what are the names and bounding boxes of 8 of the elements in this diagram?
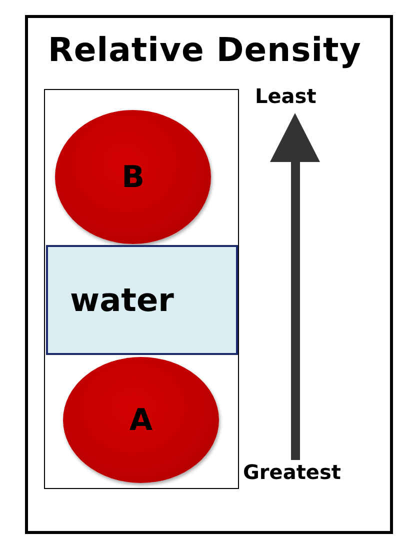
water-layer-box xyxy=(46,245,238,355)
node-label: B xyxy=(122,160,144,194)
column-box xyxy=(44,89,239,489)
title: Relative Density xyxy=(48,30,362,69)
node-label: A xyxy=(129,402,153,438)
axis-label: Least xyxy=(255,84,316,108)
node-label: water xyxy=(70,281,174,319)
axis-label: Greatest xyxy=(243,460,341,484)
